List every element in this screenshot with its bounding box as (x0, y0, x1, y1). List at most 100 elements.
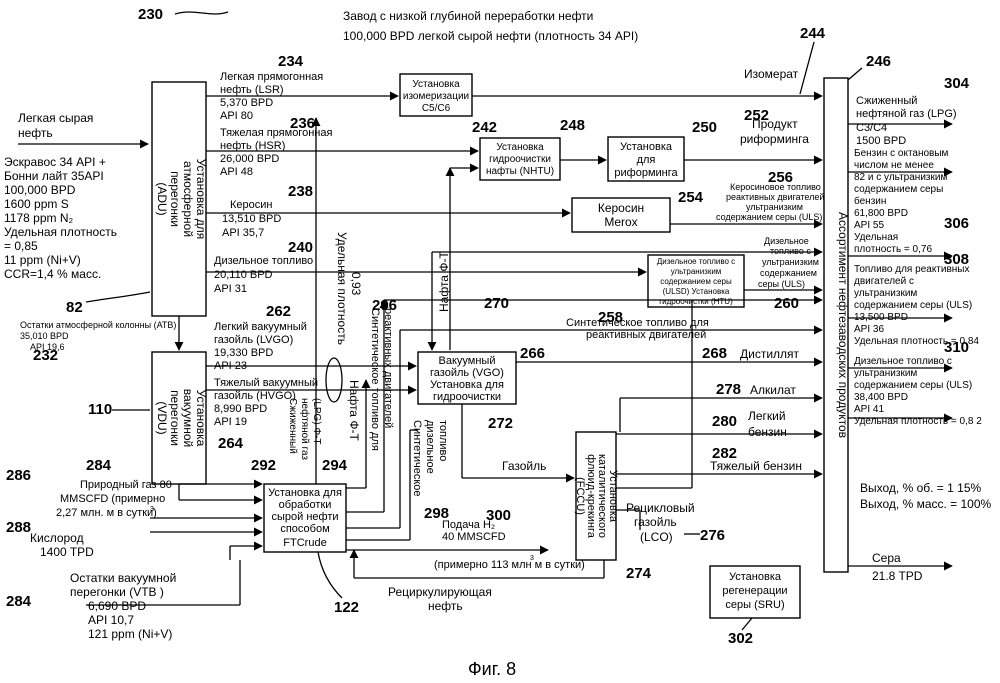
vgo-ref: 266 (520, 345, 545, 362)
reformate-ref: 252 (744, 107, 769, 124)
svg-text:серы (ULS): серы (ULS) (758, 279, 805, 289)
kerosene-ref: 238 (288, 183, 313, 200)
svg-text:Установка: Установка (496, 142, 544, 153)
svg-text:Легкий: Легкий (748, 409, 786, 423)
diesel-product-label: Дизельное топливо с ультранизким содержа… (854, 356, 982, 427)
svg-text:(VDU): (VDU) (155, 401, 169, 434)
svg-text:40 MMSCFD: 40 MMSCFD (442, 531, 506, 543)
svg-text:содержанием серы (ULS): содержанием серы (ULS) (854, 300, 972, 311)
merox-ref: 254 (678, 189, 704, 206)
yield-summary: Выход, % об. = 1 15% Выход, % масс. = 10… (860, 481, 992, 511)
lpg-product-label: Сжиженный нефтяной газ (LPG) C3/C4 1500 … (856, 95, 957, 147)
svg-text:содержанием серы: содержанием серы (854, 184, 943, 195)
svg-text:бензин: бензин (748, 425, 787, 439)
lpg-ft-ref: 292 (251, 457, 276, 474)
svg-text:API 19: API 19 (214, 416, 247, 428)
svg-text:(ULSD) Установка: (ULSD) Установка (663, 287, 730, 296)
isomerate-label: Изомерат (744, 67, 799, 81)
svg-text:регенерации: регенерации (722, 585, 787, 597)
feed-specs: Эскравос 34 API + Бонни лайт 35API 100,0… (4, 155, 117, 281)
svg-text:перегонки: перегонки (168, 171, 182, 227)
syn-diesel-label: Синтетическое дизельное топливо (411, 420, 449, 497)
svg-text:содержанием серы (ULS): содержанием серы (ULS) (854, 380, 972, 391)
svg-text:API 36: API 36 (854, 324, 884, 335)
svg-text:сырой нефти: сырой нефти (271, 511, 338, 523)
natural-gas-label: Природный газ 80 MMSCFD (примерно 2,27 м… (56, 479, 172, 519)
synjet-label: Синтетическое топливо для реактивных дви… (566, 317, 709, 341)
svg-text:изомеризации: изомеризации (403, 91, 469, 102)
heavy-gasoline-ref: 282 (712, 445, 737, 462)
lvgo-stream-label: Легкий вакуумный газойль (LVGO) 19,330 B… (214, 321, 307, 372)
distillate-label: Дистиллят (740, 347, 800, 361)
svg-text:Установка для: Установка для (268, 487, 342, 499)
naphtha-ft-label-a: Нафта Ф-Т (347, 380, 361, 441)
svg-text:1500 BPD: 1500 BPD (856, 135, 906, 147)
svg-text:для: для (637, 154, 656, 166)
gasoline-product-ref: 306 (944, 215, 969, 232)
svg-text:Выход, % масс. = 100%: Выход, % масс. = 100% (860, 497, 992, 511)
svg-text:(LPG) Ф-Т: (LPG) Ф-Т (311, 398, 322, 445)
svg-text:Дизельное: Дизельное (764, 236, 809, 246)
nhtu-ref: 248 (560, 117, 585, 134)
svg-text:топливо с: топливо с (770, 246, 811, 256)
svg-text:Сжиженный: Сжиженный (287, 398, 298, 454)
svg-text:Дизельное топливо с: Дизельное топливо с (657, 257, 735, 266)
natural-gas-ref-284: 284 (86, 457, 112, 474)
svg-text:Вакуумный: Вакуумный (439, 355, 496, 367)
svg-text:1178 ppm N₂: 1178 ppm N₂ (4, 211, 73, 225)
svg-text:серы (SRU): серы (SRU) (725, 599, 784, 611)
svg-text:плотность = 0,76: плотность = 0,76 (854, 244, 932, 255)
atb-ref: 232 (33, 347, 58, 364)
svg-text:Керосин: Керосин (598, 201, 644, 215)
svg-text:нефть: нефть (428, 599, 463, 613)
hvgo-ref: 264 (218, 435, 244, 452)
svg-text:Установка: Установка (194, 390, 208, 447)
svg-text:газойль (LVGO): газойль (LVGO) (214, 334, 293, 346)
svg-text:100,000 BPD: 100,000 BPD (4, 183, 76, 197)
svg-text:Выход, % об. = 1 15%: Выход, % об. = 1 15% (860, 481, 981, 495)
svg-text:Дизельное топливо с: Дизельное топливо с (854, 356, 952, 367)
ulsk-stream-label: Керосиновое топливо для реактивных двига… (716, 182, 839, 222)
diesel-product-ref: 310 (944, 339, 969, 356)
synjet-vertical-label: Синтетическое топливо для реактивных дви… (369, 308, 394, 451)
svg-text:дизельное: дизельное (424, 420, 436, 474)
svg-text:82 и с ультранизким: 82 и с ультранизким (854, 172, 947, 183)
alkylate-ref: 278 (716, 381, 741, 398)
plant-subtitle: 100,000 BPD легкой сырой нефти (плотност… (343, 29, 638, 43)
sulfur-product-label: Сера 21.8 TPD (872, 551, 923, 583)
svg-text:Синтетическое: Синтетическое (411, 420, 423, 497)
svg-text:21.8 TPD: 21.8 TPD (872, 569, 923, 583)
svg-text:двигателей с: двигателей с (854, 276, 914, 287)
product-pool-label: Ассортимент нефтезаводских продуктов (836, 212, 850, 438)
lco-label: Рецикловый газойль (LCO) (626, 501, 695, 544)
synjet-ref: 270 (484, 295, 509, 312)
svg-text:API 41: API 41 (854, 404, 884, 415)
ulsd-ref: 260 (774, 295, 799, 312)
isomerization-ref: 242 (472, 119, 497, 136)
svg-text:C3/C4: C3/C4 (856, 122, 887, 134)
svg-text:1600 ppm S: 1600 ppm S (4, 197, 69, 211)
svg-text:(FCCU): (FCCU) (574, 477, 586, 515)
oxygen-ref: 288 (6, 519, 31, 536)
light-gasoline-label: Легкий бензин (748, 409, 787, 439)
svg-text:API 80: API 80 (220, 110, 253, 122)
hsr-ref: 236 (290, 115, 315, 132)
adu-ref: 82 (66, 299, 83, 316)
kerosene-stream-label: Керосин 13,510 BPD API 35,7 (222, 199, 281, 239)
svg-text:гидроочистки: гидроочистки (433, 391, 501, 403)
svg-text:API 55: API 55 (854, 220, 884, 231)
svg-text:нефть: нефть (18, 126, 53, 140)
svg-text:Эскравос 34 API +: Эскравос 34 API + (4, 155, 106, 169)
svg-text:1400 TPD: 1400 TPD (40, 545, 94, 559)
svg-text:ультранизким: ультранизким (746, 202, 803, 212)
svg-text:API 48: API 48 (220, 166, 253, 178)
svg-text:газойль (HVGO): газойль (HVGO) (214, 390, 296, 402)
isomerate-ref: 244 (800, 25, 826, 42)
svg-text:вакуумной: вакуумной (181, 389, 195, 447)
svg-text:Установка для: Установка для (194, 159, 208, 240)
svg-text:FTCrude: FTCrude (283, 537, 326, 549)
fcc-ref: 274 (626, 565, 652, 582)
vtb-ref: 284 (6, 593, 32, 610)
svg-text:19,330 BPD: 19,330 BPD (214, 347, 273, 359)
